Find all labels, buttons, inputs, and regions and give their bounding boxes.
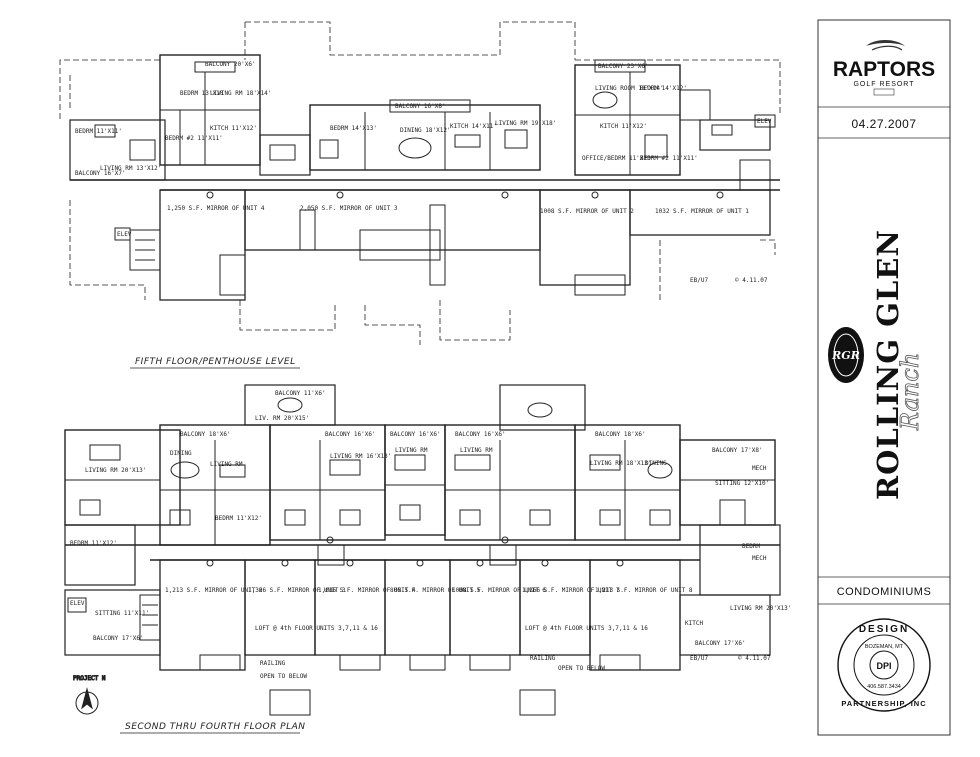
room-label: LIVING RM 20'X13' [730, 605, 791, 612]
room-label: MECH [752, 555, 767, 562]
room-label: BALCONY 18'X6' [180, 431, 231, 438]
room-label: ELEV [70, 600, 85, 607]
monogram-text: RGR [831, 349, 860, 362]
room-label: BALCONY 16'X7' [75, 170, 126, 177]
seal-center: DPI [876, 661, 891, 671]
room-label: MECH [752, 465, 767, 472]
sheet-type-label: CONDOMINIUMS [837, 586, 932, 598]
mirror-label: 1,366 S.F. MIRROR OF UNIT 3 [248, 587, 346, 594]
room-label: LIVING RM 18'X13' [590, 460, 651, 467]
mirror-label: 1,250 S.F. MIRROR OF UNIT 4 [167, 205, 265, 212]
room-label: BALCONY 16'X6' [455, 431, 506, 438]
title-block: RAPTORS GOLF RESORT 04.27.2007 RGR ROLLI… [817, 19, 951, 736]
room-label: BEDRM 11'X12' [215, 515, 262, 522]
fifth-floor-labels: BALCONY 20'X6' BEDRM 13'X10' LIVING RM 1… [75, 61, 772, 369]
open-to-below-label: OPEN TO BELOW [558, 665, 605, 672]
room-label: BALCONY 16'X8' [395, 103, 446, 110]
mirror-label: 806 S.F. MIRROR OF UNIT 5 [390, 587, 481, 594]
room-label: LIVING RM 19'X18' [495, 120, 556, 127]
loft-label: LOFT @ 4th FLOOR UNITS 3,7,11 & 16 [525, 625, 648, 632]
roof-outline [59, 21, 781, 345]
room-label: DINING 18'X12' [400, 127, 451, 134]
room-label: BEDRM 14'X12' [640, 85, 687, 92]
mirror-label: 1032 S.F. MIRROR OF UNIT 1 [655, 208, 749, 215]
mirror-label: 1,213 S.F. MIRROR OF UNIT 8 [595, 587, 693, 594]
sheet-date: 04.27.2007 [851, 117, 916, 131]
fifth-floor-plan [59, 21, 781, 345]
railing-label: RAILING [260, 660, 286, 667]
raptors-logo: RAPTORS GOLF RESORT [833, 40, 935, 96]
room-label: LIVING RM [395, 447, 428, 454]
room-label: BALCONY 17'X8' [712, 447, 763, 454]
seal-phone: 406.587.3434 [867, 684, 901, 690]
room-label: DINING [645, 460, 667, 467]
room-label: BALCONY 20'X6' [205, 61, 256, 68]
mirror-label: 2,050 S.F. MIRROR OF UNIT 3 [300, 205, 398, 212]
room-label: BEDRM #2 11'X11' [640, 155, 698, 162]
plan-title: SECOND THRU FOURTH FLOOR PLAN [125, 722, 306, 732]
room-label: SITTING 12'X10' [715, 480, 769, 487]
seal-ring-bottom: PARTNERSHIP, INC [841, 699, 926, 708]
room-label: KITCH [685, 620, 703, 627]
mirror-label: 1,366 S.F. MIRROR OF UNIT 7 [522, 587, 620, 594]
room-label: KITCH 11'X12' [210, 125, 257, 132]
room-label: BALCONY 16'X6' [390, 431, 441, 438]
mirror-label: 1,036 S.F. MIRROR OF UNIT 4 [318, 587, 416, 594]
room-label: BALCONY 17'X6' [695, 640, 746, 647]
room-label: ELEV [117, 231, 132, 238]
project-subname-text: Ranch [896, 353, 924, 431]
room-label: BALCONY 23'X6' [598, 63, 649, 70]
north-arrow: PROJECT N [73, 675, 106, 715]
rolling-glen-logo: RGR ROLLING GLEN Ranch [828, 229, 924, 500]
mirror-label: 1008 S.F. MIRROR OF UNIT 6 [452, 587, 546, 594]
drafter-initials: EB/U7 [690, 655, 708, 662]
mirror-label: 1,213 S.F. MIRROR OF UNIT 2 [165, 587, 263, 594]
seal-city: BOZEMAN, MT [865, 644, 904, 650]
room-label: BALCONY 17'X6' [93, 635, 144, 642]
room-label: KITCH 14'X11' [450, 123, 497, 130]
logo-main-text: RAPTORS [833, 58, 935, 81]
seal-ring-top: DESIGN [859, 624, 909, 635]
open-to-below-label: OPEN TO BELOW [260, 673, 307, 680]
drafter-initials: EB/U7 [690, 277, 708, 284]
room-label: BEDRM 13'X10' [180, 90, 227, 97]
room-label: BEDRM 11'X11' [75, 128, 122, 135]
room-label: KITCH 11'X12' [600, 123, 647, 130]
room-label: LIVING RM [210, 461, 243, 468]
room-label: ELEV [757, 118, 772, 125]
room-label: DINING [170, 450, 192, 457]
dpi-seal: DESIGN PARTNERSHIP, INC DPI BOZEMAN, MT … [837, 618, 931, 712]
loft-label: LOFT @ 4th FLOOR UNITS 3,7,11 & 16 [255, 625, 378, 632]
project-name-text: ROLLING GLEN [871, 229, 905, 500]
second-floor-labels: BALCONY 18'X6' LIVING RM 20'X13' DINING … [70, 390, 791, 734]
room-label: LIVING ROOM 18'X14' [595, 85, 664, 92]
room-label: LIVING RM 20'X13' [85, 467, 146, 474]
room-label: LIV. RM 20'X15' [255, 415, 309, 422]
room-label: LIVING RM 18'X14' [210, 90, 271, 97]
railing-label: RAILING [530, 655, 556, 662]
drawing-date-stamp: © 4.11.07 [738, 655, 771, 662]
room-label: BALCONY 18'X6' [595, 431, 646, 438]
room-label: OFFICE/BEDRM 11'X13' [582, 155, 654, 162]
room-label: BEDRM #2 11'X11' [165, 135, 223, 142]
mirror-label: 1008 S.F. MIRROR OF UNIT 2 [540, 208, 634, 215]
plan-title: FIFTH FLOOR/PENTHOUSE LEVEL [135, 357, 296, 367]
room-label: BEDRM 11'X12' [70, 540, 117, 547]
room-label: BALCONY 11'X6' [275, 390, 326, 397]
north-label: PROJECT N [73, 675, 106, 682]
room-label: SITTING 11'X11' [95, 610, 149, 617]
room-label: LIVING RM 13'X12' [100, 165, 161, 172]
drawing-date-stamp: © 4.11.07 [735, 277, 768, 284]
room-label: BEDRM 14'X13' [330, 125, 377, 132]
room-label: BEDRM [742, 543, 760, 550]
room-label: LIVING RM [460, 447, 493, 454]
logo-sub-text: GOLF RESORT [853, 81, 914, 88]
second-floor-plan [64, 384, 781, 716]
room-label: LIVING RM 16'X13' [330, 453, 391, 460]
room-label: BALCONY 16'X6' [325, 431, 376, 438]
